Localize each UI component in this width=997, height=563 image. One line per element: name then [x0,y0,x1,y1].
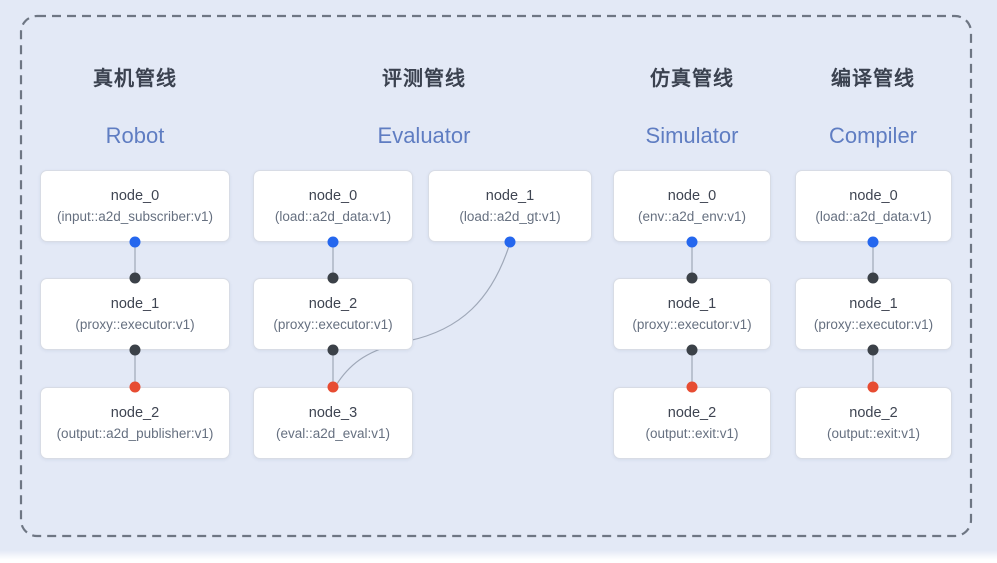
pipeline-title-en: Compiler [828,123,918,148]
pipeline-title-en: Simulator [645,123,739,148]
bottom-fade [0,550,997,563]
pipeline-title-en: Evaluator [377,123,471,148]
pipeline-title-cn: 编译管线 [831,68,915,90]
pipeline-title-en: Robot [105,123,165,148]
pipeline-title-cn: 真机管线 [93,68,177,90]
pipeline-title-cn: 仿真管线 [650,68,734,90]
pipeline-title-cn: 评测管线 [382,68,466,90]
